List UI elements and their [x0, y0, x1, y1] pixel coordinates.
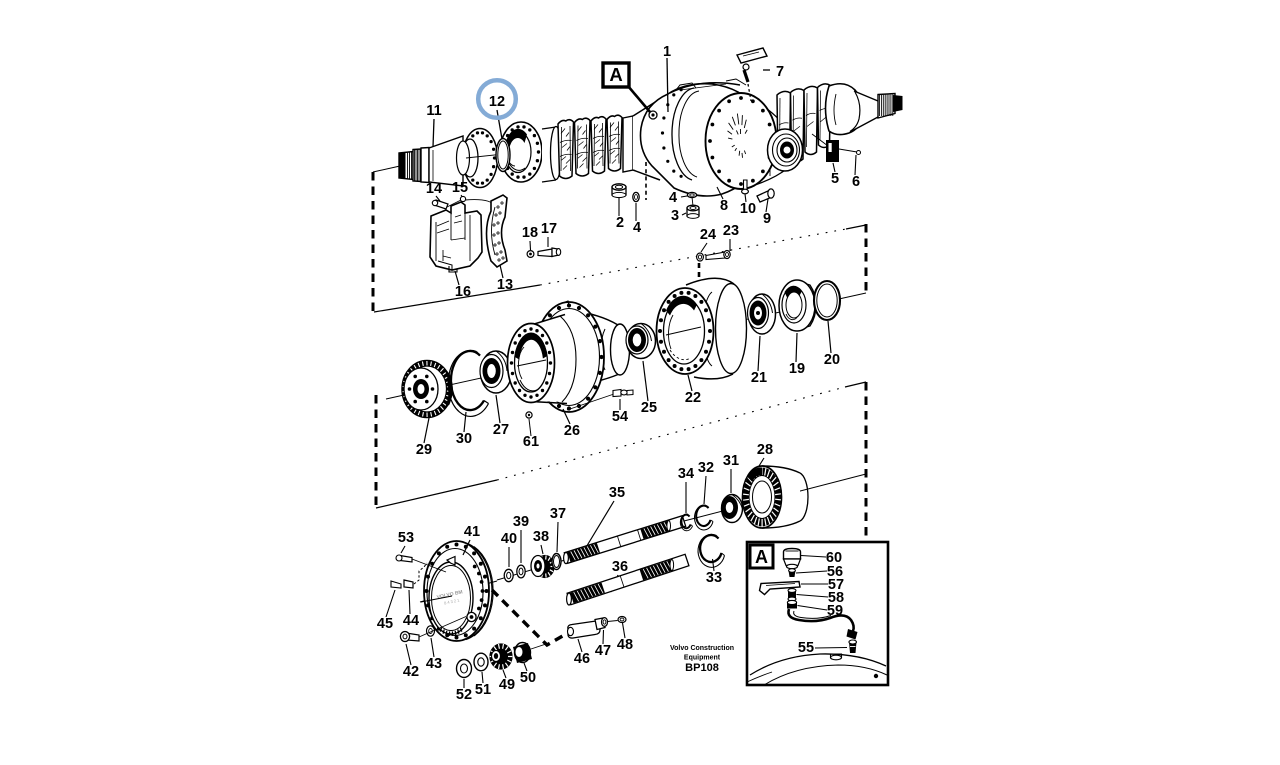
svg-text:33: 33 — [706, 570, 722, 586]
svg-text:43: 43 — [426, 656, 442, 672]
svg-text:19: 19 — [789, 361, 805, 377]
svg-text:35: 35 — [609, 485, 625, 501]
svg-text:18: 18 — [522, 225, 538, 241]
svg-text:11: 11 — [426, 103, 441, 119]
svg-text:17: 17 — [541, 221, 557, 237]
svg-text:6: 6 — [852, 174, 860, 190]
svg-text:16: 16 — [455, 284, 471, 300]
svg-text:48: 48 — [617, 637, 633, 653]
svg-text:5: 5 — [831, 171, 839, 187]
svg-text:BP108: BP108 — [685, 662, 719, 674]
svg-text:39: 39 — [513, 514, 529, 530]
svg-text:59: 59 — [827, 603, 843, 619]
svg-text:44: 44 — [403, 613, 419, 629]
svg-text:Equipment: Equipment — [684, 655, 721, 662]
svg-text:Volvo Construction: Volvo Construction — [670, 645, 734, 652]
svg-text:24: 24 — [700, 227, 716, 243]
svg-text:41: 41 — [464, 524, 480, 540]
svg-text:36: 36 — [612, 559, 628, 575]
svg-text:7: 7 — [776, 64, 784, 80]
svg-text:55: 55 — [798, 640, 814, 656]
svg-text:13: 13 — [497, 277, 513, 293]
svg-text:15: 15 — [452, 180, 468, 196]
svg-text:23: 23 — [723, 223, 739, 239]
svg-text:4: 4 — [633, 220, 641, 236]
svg-text:49: 49 — [499, 677, 515, 693]
svg-text:47: 47 — [595, 643, 611, 659]
svg-text:1: 1 — [663, 44, 671, 60]
svg-text:A: A — [755, 547, 768, 567]
svg-text:9: 9 — [763, 211, 771, 227]
svg-text:20: 20 — [824, 352, 840, 368]
svg-text:4: 4 — [669, 190, 677, 206]
svg-text:30: 30 — [456, 431, 472, 447]
svg-text:29: 29 — [416, 442, 432, 458]
svg-text:32: 32 — [698, 460, 714, 476]
svg-text:38: 38 — [533, 529, 549, 545]
svg-text:54: 54 — [612, 409, 628, 425]
svg-text:45: 45 — [377, 616, 393, 632]
svg-text:26: 26 — [564, 423, 580, 439]
svg-text:25: 25 — [641, 400, 657, 416]
svg-text:A: A — [609, 64, 622, 85]
svg-text:53: 53 — [398, 530, 414, 546]
svg-text:40: 40 — [501, 531, 517, 547]
svg-text:50: 50 — [520, 670, 536, 686]
svg-text:42: 42 — [403, 664, 419, 680]
svg-text:37: 37 — [550, 506, 566, 522]
svg-text:51: 51 — [475, 682, 491, 698]
svg-text:61: 61 — [523, 434, 539, 450]
svg-text:28: 28 — [757, 442, 773, 458]
svg-text:2: 2 — [616, 215, 624, 231]
svg-text:46: 46 — [574, 651, 590, 667]
svg-text:34: 34 — [678, 466, 694, 482]
svg-text:10: 10 — [740, 201, 756, 217]
svg-text:52: 52 — [456, 687, 472, 703]
svg-text:3: 3 — [671, 208, 679, 224]
svg-text:8: 8 — [720, 198, 728, 214]
svg-text:22: 22 — [685, 390, 701, 406]
svg-text:27: 27 — [493, 422, 509, 438]
svg-text:31: 31 — [723, 453, 739, 469]
svg-text:21: 21 — [751, 370, 767, 386]
svg-text:12: 12 — [489, 94, 505, 110]
svg-text:14: 14 — [426, 181, 442, 197]
